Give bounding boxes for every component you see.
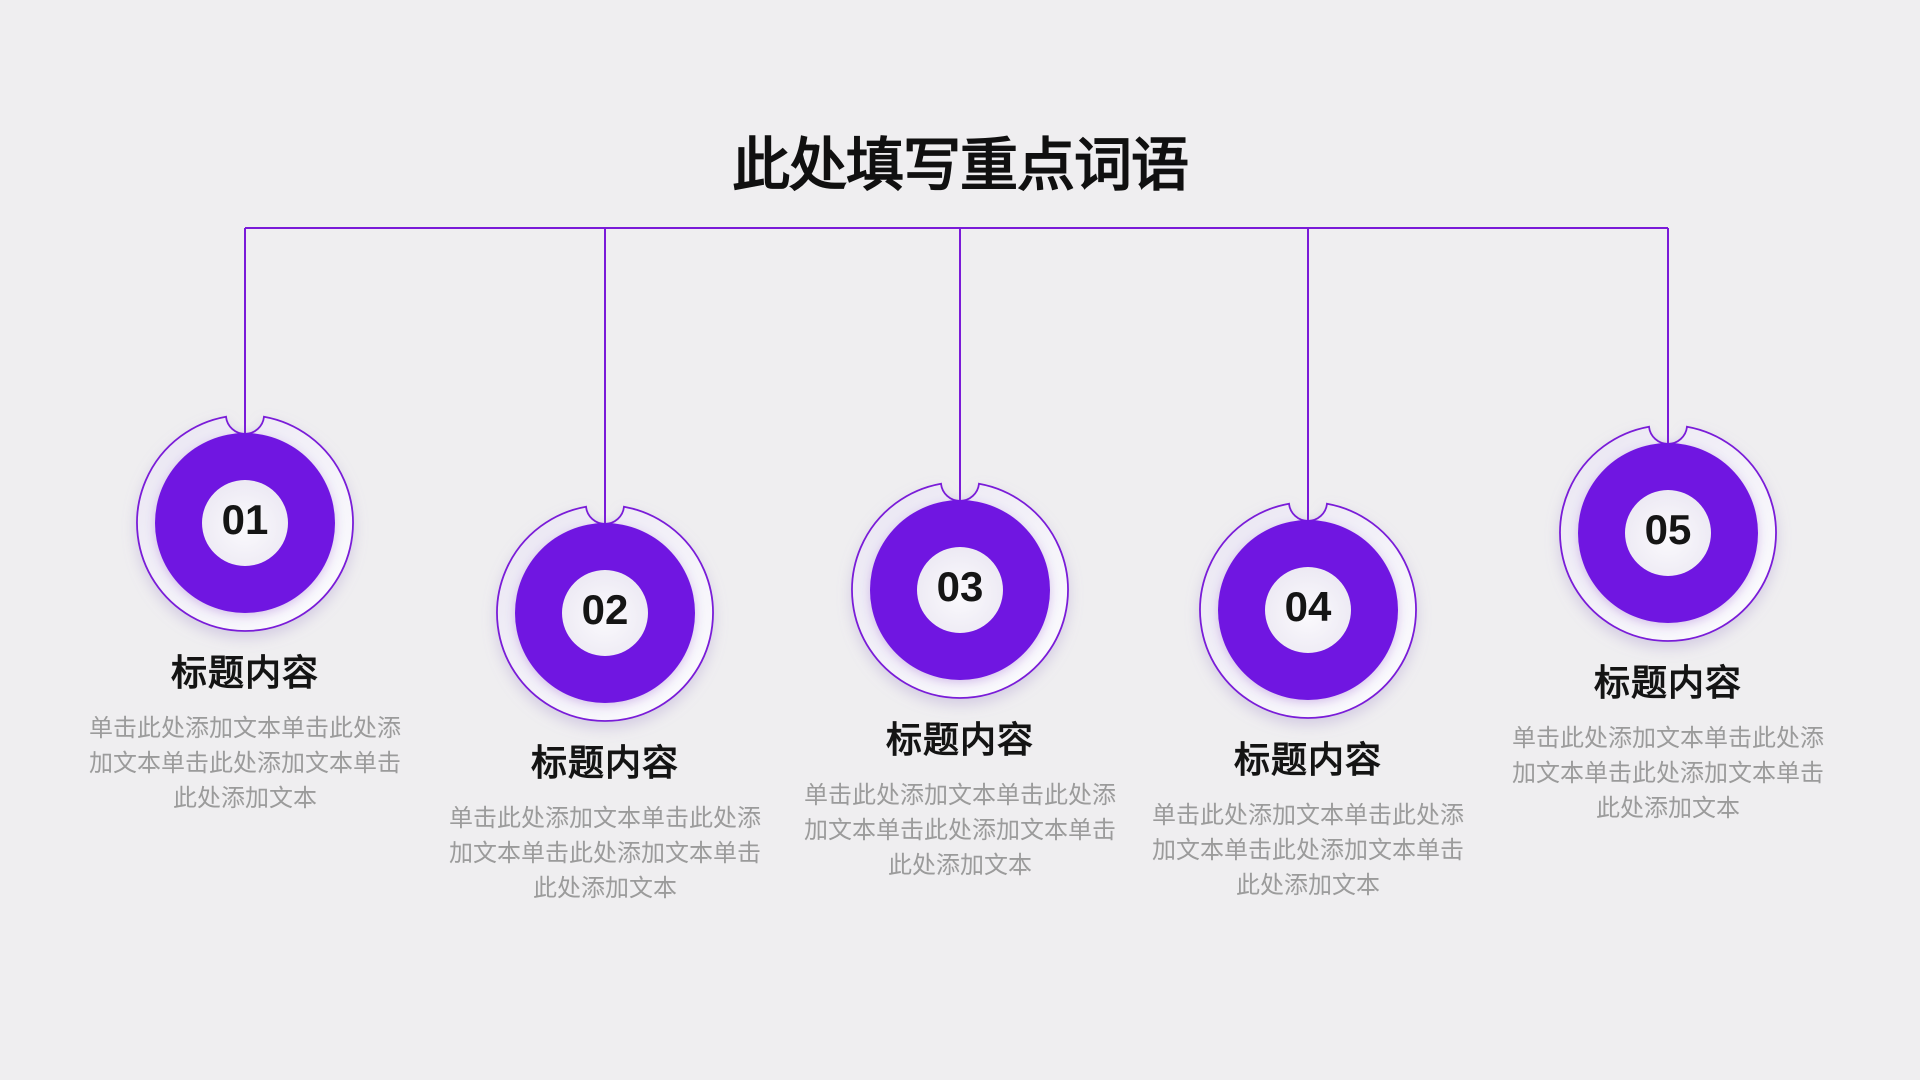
- pendant-hole-05: [1625, 490, 1711, 576]
- step-title-4[interactable]: 标题内容: [1233, 739, 1382, 780]
- pendant-01: [136, 228, 354, 632]
- step-title-3[interactable]: 标题内容: [885, 719, 1034, 760]
- step-body-3[interactable]: 单击此处添加文本单击此处添加文本单击此处添加文本单击此处添加文本: [804, 782, 1116, 879]
- pendant-04: [1199, 228, 1417, 719]
- step-body-2[interactable]: 单击此处添加文本单击此处添加文本单击此处添加文本单击此处添加文本: [449, 805, 761, 902]
- step-title-1[interactable]: 标题内容: [170, 652, 319, 693]
- pendant-hole-02: [562, 570, 648, 656]
- step-number-4[interactable]: 04: [1284, 583, 1332, 630]
- step-number-1[interactable]: 01: [221, 496, 269, 543]
- pendant-hole-04: [1265, 567, 1351, 653]
- step-title-5[interactable]: 标题内容: [1593, 662, 1742, 703]
- step-body-5[interactable]: 单击此处添加文本单击此处添加文本单击此处添加文本单击此处添加文本: [1512, 725, 1824, 822]
- step-number-2[interactable]: 02: [581, 586, 629, 633]
- pendant-03: [851, 228, 1069, 699]
- step-body-4[interactable]: 单击此处添加文本单击此处添加文本单击此处添加文本单击此处添加文本: [1152, 802, 1464, 899]
- step-body-1[interactable]: 单击此处添加文本单击此处添加文本单击此处添加文本单击此处添加文本: [89, 715, 401, 812]
- step-number-3[interactable]: 03: [936, 563, 984, 610]
- step-number-5[interactable]: 05: [1644, 506, 1692, 553]
- pendant-hole-01: [202, 480, 288, 566]
- slide-title[interactable]: 此处填写重点词语: [731, 133, 1189, 198]
- pendant-05: [1559, 228, 1777, 642]
- step-title-2[interactable]: 标题内容: [530, 742, 679, 783]
- pendant-hole-03: [917, 547, 1003, 633]
- pendant-02: [496, 228, 714, 722]
